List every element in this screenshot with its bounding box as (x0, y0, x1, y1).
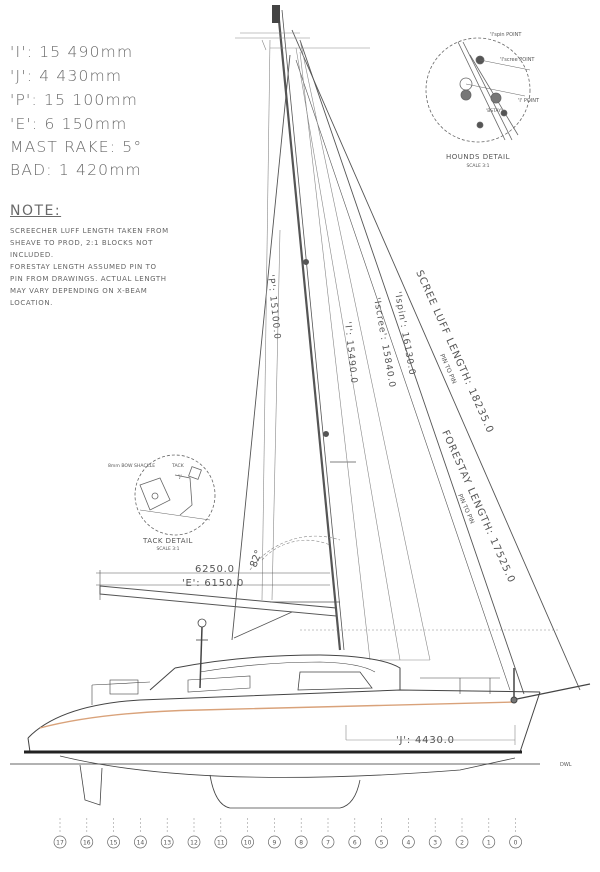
station-label: 7 (326, 840, 330, 847)
station-circle (160, 835, 174, 849)
spec-p: 'P': 15 100mm (10, 91, 139, 109)
hounds-detail-circle (425, 37, 531, 143)
dim-forestay-label: FORESTAY LENGTH: 17525.0 (439, 429, 517, 585)
tack-label: TACK (171, 463, 185, 469)
station-label: 8 (299, 840, 303, 847)
tack-detail-circle (134, 454, 216, 536)
station-circle (509, 835, 522, 849)
station-label: 1 (487, 840, 491, 847)
station-circle (455, 835, 469, 849)
tack-detail-scale: SCALE 3:1 (156, 546, 179, 552)
tack-label: 'J' (178, 474, 182, 480)
dim-e-label: 'E': 6150.0 (182, 578, 244, 589)
dim-ispin-label: 'Ispin': 16130.0 (392, 291, 417, 377)
note-line: INCLUDED. (10, 251, 54, 259)
bow-prod (511, 683, 591, 701)
station-label: 12 (190, 840, 198, 847)
note-line: SCREECHER LUFF LENGTH TAKEN FROM (10, 227, 169, 235)
station-circle (348, 835, 362, 849)
spec-mast-rake: MAST RAKE: 5° (10, 138, 143, 156)
note-title: NOTE: (10, 203, 62, 219)
station-circle (187, 835, 201, 849)
station-label: 10 (244, 840, 252, 847)
station-circle (375, 835, 388, 849)
forestay (299, 39, 525, 695)
hounds-detail (425, 37, 531, 143)
note-line: FORESTAY LENGTH ASSUMED PIN TO (10, 263, 157, 271)
tack-detail-title: TACK DETAIL (142, 537, 193, 545)
station-circle (402, 835, 415, 849)
station-label: 3 (433, 840, 437, 847)
hounds-detail-title: HOUNDS DETAIL (446, 153, 510, 161)
note-line: LOCATION. (10, 299, 54, 307)
mast (276, 9, 342, 651)
spec-j: 'J': 4 430mm (10, 67, 123, 85)
dwl-label: DWL (560, 762, 572, 768)
station-label: 11 (217, 840, 225, 847)
station-circle (214, 835, 228, 849)
hounds-label: 'I' POINT (518, 98, 540, 104)
tack-detail (134, 454, 216, 536)
spec-bad: BAD: 1 420mm (10, 161, 142, 179)
station-label: 14 (137, 840, 145, 847)
shroud (231, 54, 291, 641)
station-label: 9 (272, 840, 276, 847)
station-circle (482, 835, 496, 849)
hounds-label: 'I'scree POINT (500, 57, 535, 63)
rig (231, 5, 581, 695)
dim-boom-total: 6250.0 (195, 564, 235, 575)
station-circle (294, 835, 308, 849)
spec-i: 'I': 15 490mm (10, 43, 134, 61)
station-label: 2 (460, 840, 464, 847)
note-line: PIN FROM DRAWINGS. ACTUAL LENGTH (10, 275, 167, 283)
station-label: 17 (56, 840, 64, 847)
station-circle (241, 835, 254, 849)
station-label: 6 (353, 840, 357, 847)
spec-e: 'E': 6 150mm (10, 115, 128, 133)
station-circle (268, 835, 281, 849)
dimension-lines (235, 32, 560, 745)
hounds-label: 'BSTAY' (486, 108, 502, 114)
station-circle (107, 835, 120, 849)
station-label: 13 (163, 840, 171, 847)
station-label: 0 (514, 840, 518, 847)
dim-i-label: 'I': 15490.0 (342, 321, 359, 384)
station-circle (321, 835, 335, 849)
station-label: 16 (83, 840, 91, 847)
station-circle (80, 835, 94, 849)
note-line: SHEAVE TO PROD, 2:1 BLOCKS NOT (10, 239, 153, 247)
station-circle (428, 835, 442, 849)
hull (10, 618, 591, 809)
station-label: 4 (406, 840, 410, 847)
hounds-label: 'I'spin POINT (490, 32, 522, 38)
screecher-stay (291, 29, 581, 691)
station-circle (134, 835, 147, 849)
boom (96, 570, 340, 639)
station-circle (53, 835, 67, 849)
note-line: MAY VARY DEPENDING ON X-BEAM (10, 287, 148, 295)
hounds-detail-scale: SCALE 3:1 (466, 163, 489, 169)
dim-j-label: 'J': 4430.0 (396, 735, 455, 746)
tack-label: 8mm BOW SHACKLE (108, 463, 155, 469)
station-label: 15 (110, 840, 118, 847)
station-label: 5 (380, 840, 384, 847)
dim-scree-luff-label: SCREE LUFF LENGTH: 18235.0 (413, 269, 495, 436)
dim-p-label: 'P': 15100.0 (265, 274, 282, 340)
